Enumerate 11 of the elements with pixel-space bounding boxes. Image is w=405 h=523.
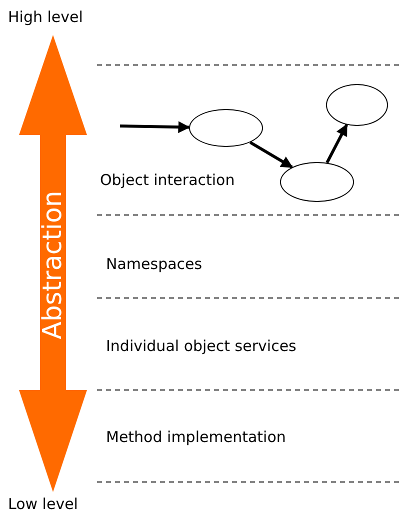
layer-label: Method implementation	[106, 428, 286, 447]
ellipse-node	[280, 162, 354, 202]
scale-label: High level	[8, 8, 83, 27]
arrow	[326, 124, 348, 164]
arrow	[249, 141, 294, 168]
scale-label: Low level	[8, 495, 78, 514]
arrow	[120, 121, 190, 134]
layer-label: Individual object services	[106, 337, 296, 356]
layer-label: Object interaction	[100, 171, 235, 190]
layer-label: Namespaces	[106, 255, 202, 274]
axis-label: Abstraction	[40, 190, 66, 340]
